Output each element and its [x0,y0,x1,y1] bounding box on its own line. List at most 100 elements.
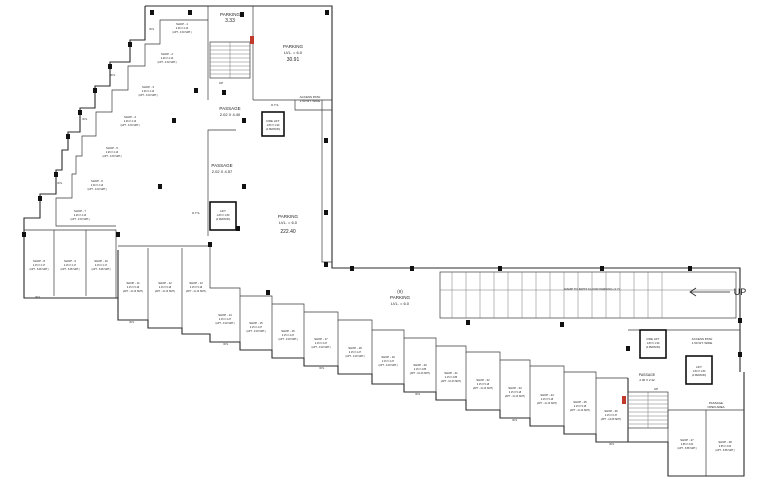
shop-name: SHOP - 10 [94,259,108,263]
shop-name: SHOP - 22 [476,378,490,382]
ws-label: W.S. [129,320,135,324]
shop-area: (APT - 10.43 SMT.) [410,372,431,375]
shop-label: SHOP - 52.26 X 4.13(APT - 9.33 SMT.) [102,146,121,158]
shop-label: SHOP - 222.15 X 5.18(APT - 11.13 SMT.) [473,378,493,390]
shop-label: SHOP - 212.15 X 4.85(APT - 10.43 SMT.) [441,371,462,383]
shop-label: SHOP - 92.15 X 4.17(APT - 8.96 SMT.) [60,259,79,271]
ws-label: W.S. [35,295,41,299]
shop-area: (APT - 11.13 SMT.) [186,290,206,293]
shop-label: SHOP - 82.15 X 4.17(APT - 8.96 SMT.) [29,259,48,271]
shop-label: SHOP - 152.15 X 4.27(APT - 9.18 SMT.) [246,321,265,333]
shop-label: SHOP - 62.26 X 4.13(APT - 9.33 SMT.) [87,179,106,191]
columns [22,10,742,357]
ws-label: W.S. [415,392,421,396]
parking-top-value: 3.33 [225,18,235,24]
shop-labels: SHOP - 12.26 X 4.13(APT - 9.33 SMT.) SHO… [29,22,734,452]
lift-center [209,201,237,231]
shop-name: SHOP - 19 [381,355,395,359]
passage-lower-title: PASSAGE [211,163,232,168]
shop-label: SHOP - 32.26 X 4.13(APT - 9.33 SMT.) [138,85,157,97]
shop-name: SHOP - 6 [91,179,103,183]
parking-bottom-title: PARKING [390,295,410,300]
shop-name: SHOP - 20 [413,363,427,367]
shop-area: (APT - 9.33 SMT.) [120,124,139,127]
fire-lift-bottom-persons: (4 PERSON) [646,346,660,349]
shop-area: (APT - 8.96 SMT.) [60,268,79,271]
passage-upper-title: PASSAGE [219,106,240,111]
shop-size: 2.26 X 4.13 [161,57,174,60]
shop-area: (APT - 9.18 SMT.) [311,346,330,349]
shop-area: (APT - 11.13 SMT.) [155,290,175,293]
shop-label: SHOP - 262.15 X 6.37(APT - 13.69 SMT.) [601,409,622,421]
shop-name: SHOP - 15 [249,321,263,325]
shop-size: 2.95 X 3.00 [719,445,732,448]
shop-label: SHOP - 172.15 X 4.27(APT - 9.18 SMT.) [311,337,330,349]
lift-center-title: LIFT [220,209,226,213]
shop-label: SHOP - 202.15 X 4.85(APT - 10.43 SMT.) [410,363,431,375]
passage-small-size: OPEN AREA [707,405,724,409]
parking-right-title: PARKING [283,44,303,49]
fire-lift-top [261,111,285,137]
ramp-hatch [451,272,663,318]
outer-walls [23,5,745,477]
shop-size: 2.15 X 5.18 [190,286,203,289]
lift-bottom [685,355,713,385]
shop-area: (APT - 11.13 SMT.) [570,409,590,412]
shop-name: SHOP - 2 [161,52,173,56]
access-path-top-size: 1.50 WT. WIDE [300,99,321,103]
shop-name: SHOP - 13 [189,281,203,285]
shop-area: (APT - 9.33 SMT.) [102,155,121,158]
shop-label: SHOP - 122.15 X 5.18(APT - 11.13 SMT.) [155,281,175,293]
shop-name: SHOP - 26 [604,409,618,413]
shop-area: (APT - 9.18 SMT.) [378,364,397,367]
shop-size: 2.15 X 4.27 [349,351,362,354]
shop-size: 2.26 X 4.13 [91,184,104,187]
shop-area: (APT - 11.13 SMT.) [473,387,493,390]
shop-name: SHOP - 1 [176,22,188,26]
ws-label: W.S. [57,181,63,185]
shop-name: SHOP - 21 [444,371,458,375]
up-small-bottom: UP [654,387,658,391]
parking-center-value: 222.40 [280,229,296,235]
shop-size: 2.26 X 4.13 [142,90,155,93]
shop-name: SHOP - 14 [218,313,232,317]
shop-label: SHOP - 102.15 X 4.17(APT - 8.96 SMT.) [91,259,110,271]
parking-bottom-num: (II) [397,289,403,294]
shop-label: SHOP - 252.15 X 5.18(APT - 11.13 SMT.) [570,400,590,412]
shop-size: 2.15 X 5.18 [541,398,554,401]
ws-label: W.S. [223,342,229,346]
ws-label: W.S. [609,442,615,446]
shop-name: SHOP - 11 [126,281,140,285]
shop-size: 2.15 X 4.17 [64,264,77,267]
shop-area: (APT - 9.33 SMT.) [172,31,191,34]
ws-label: W.S. [512,418,518,422]
shop-size: 2.15 X 5.18 [509,391,522,394]
ots-top: O.T.S. [271,103,280,107]
shop-area: (APT - 8.96 SMT.) [29,268,48,271]
parking-right-level: LVL. = 6.0 [284,50,303,55]
red-marker-bottom [622,396,626,404]
lift-center-persons: (4 PERSON) [216,218,230,221]
shop-area: (APT - 10.43 SMT.) [441,380,462,383]
shop-area: (APT - 8.96 SMT.) [91,268,110,271]
access-path-top: ACCESS PATH [300,95,321,99]
shop-area: (APT - 9.18 SMT.) [215,322,234,325]
lift-bottom-title: LIFT [696,365,702,369]
area-labels: PARKING 3.33 PARKING LVL. = 6.0 30.91 AC… [35,12,746,446]
ws-label: W.S. [82,117,88,121]
passage-bottom-size: 2.00 X 2.32 [639,378,655,382]
shop-label: SHOP - 232.15 X 5.18(APT - 11.13 SMT.) [505,386,525,398]
ramp-up-label: UP [734,287,747,297]
ramp-up-arrow [689,287,730,297]
shop-size: 2.15 X 4.27 [250,326,263,329]
shop-name: SHOP - 25 [573,400,587,404]
passage-upper-size: 2.02 X 4.40 [220,112,241,117]
shop-size: 2.26 X 4.13 [106,151,119,154]
ramp-label: RAMP TO FIRST FLOOR PARKING (1:7) [564,287,619,291]
shop-size: 2.15 X 4.27 [315,342,328,345]
shop-size: 2.95 X 3.00 [681,443,694,446]
lift-center-size: 1.80 X 1.80 [217,214,230,217]
up-small-top: UP [219,81,223,85]
shop-label: SHOP - 112.15 X 5.18(APT - 11.13 SMT.) [123,281,143,293]
